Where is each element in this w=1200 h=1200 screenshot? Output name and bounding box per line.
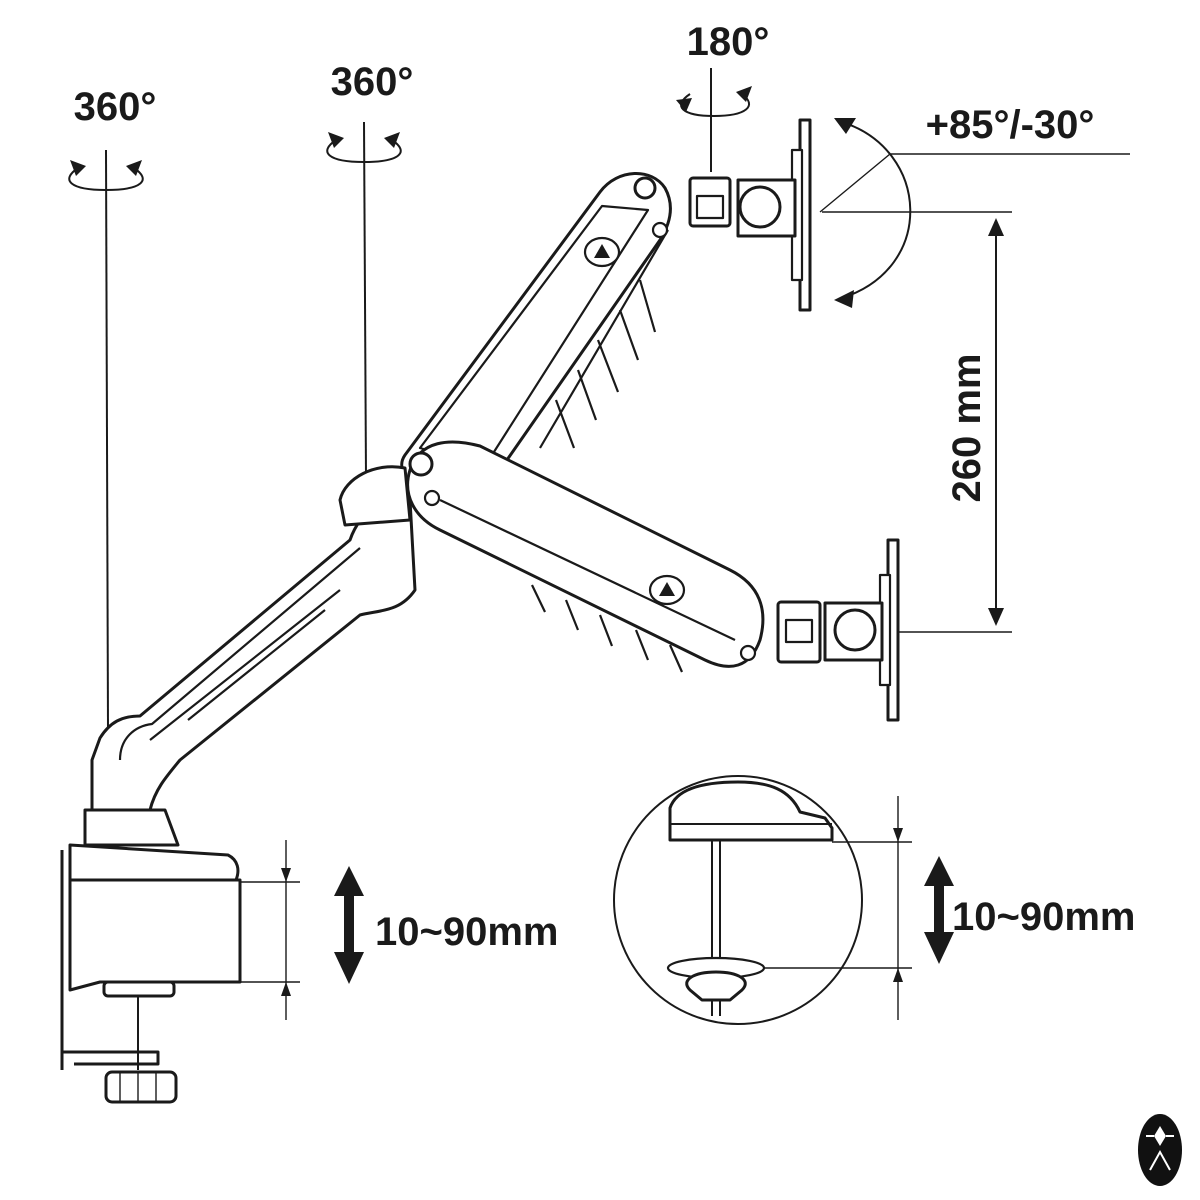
double-arrow-icon (988, 218, 1004, 236)
lower-tilt-knob (833, 608, 877, 652)
rotation-arrow-icon (68, 160, 144, 192)
arm-rotation-axis (363, 121, 367, 479)
grommet-thickness-label: 10~90mm (952, 895, 1135, 939)
upper-vesa-plate (688, 118, 812, 312)
grommet-wing-nut[interactable] (685, 970, 747, 1002)
double-arrow-icon (924, 856, 954, 964)
tilt-label: +85°/-30° (926, 103, 1095, 147)
upper-elbow-pivot (633, 176, 657, 200)
lower-vesa-plate (776, 538, 900, 722)
logo-badge-icon (583, 236, 621, 268)
lower-spring-ribs (531, 584, 684, 673)
logo-badge-icon (648, 574, 686, 606)
clamp-knob[interactable] (104, 1070, 178, 1104)
clamp-body (68, 878, 242, 992)
tilt-indicator: +85°/-30° (819, 103, 1130, 308)
arm-rotation-label: 360° (331, 60, 414, 104)
grommet-detail: 10~90mm (613, 775, 1135, 1025)
head-swivel-indicator: 180° (676, 20, 769, 172)
main-arm (90, 465, 417, 812)
double-arrow-icon (334, 866, 364, 984)
arm-top-joint (338, 465, 412, 527)
clamp-pad (102, 980, 176, 998)
rotation-arrow-icon (326, 132, 402, 164)
rotation-arrow-icon (676, 86, 752, 118)
watermark-logo-icon (1138, 1114, 1182, 1186)
tilt-arrow-up-icon (834, 118, 856, 134)
tilt-arc (841, 121, 912, 299)
lower-forearm (406, 440, 765, 673)
height-dimension: 260 mm (822, 211, 1012, 633)
tilt-angle-line (819, 153, 891, 213)
clamp-top-plate (68, 843, 240, 882)
base-rotation-axis (105, 149, 109, 731)
head-swivel-label: 180° (687, 20, 770, 64)
lower-elbow-pivot (408, 451, 434, 477)
detail-circle (613, 775, 863, 1025)
upper-tilt-knob (738, 185, 782, 229)
arm-rotation-indicator: 360° (326, 60, 414, 479)
base-collar (83, 808, 180, 847)
clamp-thickness-label: 10~90mm (375, 910, 558, 954)
base-rotation-label: 360° (74, 85, 157, 129)
base-rotation-indicator: 360° (68, 85, 157, 731)
upper-forearm (400, 172, 672, 500)
clamp-bracket (60, 850, 160, 1070)
tilt-arrow-down-icon (834, 290, 854, 308)
height-travel-label: 260 mm (945, 354, 989, 503)
grommet-base (668, 780, 834, 842)
upper-spring-ribs (554, 279, 657, 449)
desk-clamp (60, 808, 242, 1104)
clamp-thickness-dimension: 10~90mm (174, 840, 558, 1020)
